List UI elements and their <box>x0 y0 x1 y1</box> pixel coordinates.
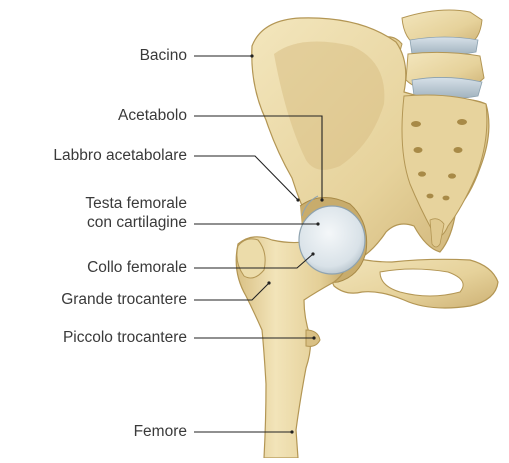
leader-labrum <box>194 156 298 200</box>
label-femur: Femore <box>134 422 187 441</box>
label-femoral-head-line1: Testa femorale <box>85 194 187 213</box>
label-femoral-neck: Collo femorale <box>87 258 187 277</box>
label-acetabulum: Acetabolo <box>118 106 187 125</box>
label-greater-trochanter: Grande trocantere <box>61 290 187 309</box>
label-pelvis: Bacino <box>140 46 187 65</box>
label-femoral-head: Testa femorale con cartilagine <box>85 194 187 232</box>
label-femoral-head-line2: con cartilagine <box>85 213 187 232</box>
label-acetabular-labrum: Labbro acetabolare <box>53 146 187 165</box>
label-lesser-trochanter: Piccolo trocantere <box>63 328 187 347</box>
